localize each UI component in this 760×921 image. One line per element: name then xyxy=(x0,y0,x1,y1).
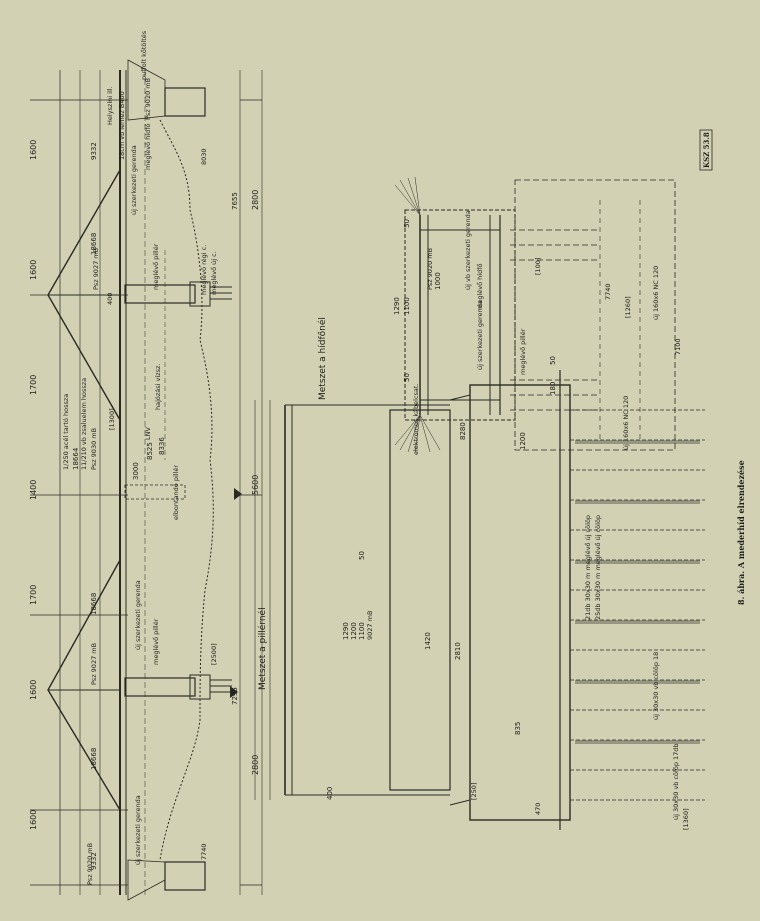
note-new-pile: új 160x6 NC 120 xyxy=(652,266,660,320)
dimension: 7100 xyxy=(674,338,682,355)
dimension: [2500] xyxy=(210,643,218,665)
dimension: 50 xyxy=(549,356,557,365)
dimension: 18668 xyxy=(90,748,98,770)
total-dimension: 5600 xyxy=(251,475,260,495)
dimension: 8525 xyxy=(146,442,154,460)
dimension: 9332 xyxy=(90,852,98,870)
note-piles: 25db 30x30 m meglévő új cölöp xyxy=(593,515,602,620)
note-piles: új 30x30 vb cölöp 18 xyxy=(652,652,660,720)
total-dimension: 2800 xyxy=(251,190,260,210)
dimension: 470 xyxy=(534,803,542,815)
note-piles: 21db 30x30 m meglévő új cölöp xyxy=(583,515,592,620)
pier-height: 7655 xyxy=(231,192,239,210)
dimension: [1300] xyxy=(108,408,116,430)
dimension: 7740 xyxy=(200,843,208,860)
dimension: 9332 xyxy=(90,142,98,160)
note-new-pile: új 160x6 NC 120 xyxy=(622,396,630,450)
section-title: Metszet a pillérnél xyxy=(257,607,268,690)
note-girder-length: 1/250 acél tartó hossza xyxy=(62,394,70,470)
note-existing-pier: meglévő pillér xyxy=(518,328,527,375)
span-label: 1700 xyxy=(29,375,38,395)
note-cable: elektromos kábelcsat. xyxy=(412,383,420,455)
dimension: 18668 xyxy=(90,233,98,255)
note-new-girder: új szerkezeti gerenda xyxy=(134,580,142,650)
dimension: 1100 xyxy=(403,297,411,315)
dimension: 180 xyxy=(549,382,557,395)
note-psz: Psz 9020 mB xyxy=(86,843,94,885)
pier-height: 7295 xyxy=(231,687,239,705)
dimension: 7740 xyxy=(604,283,612,300)
archive-stamp: KSZ 53.8 xyxy=(702,132,711,168)
figure-caption: 8. ábra. A mederhíd elrendezése xyxy=(736,460,746,605)
span-label: 1600 xyxy=(29,810,38,830)
dimension: [1260] xyxy=(624,296,632,318)
span-label: 1600 xyxy=(29,260,38,280)
note-existing-pier: meglévő pillér xyxy=(151,618,160,665)
dimension: 1200 xyxy=(519,432,527,450)
section-at-abutment: Metszet a hídfőnél 1290 1100 1000 50 50 … xyxy=(317,176,682,455)
note-new-girder: új vb szerkezeti gerenda xyxy=(464,210,472,290)
dimension: 1100 xyxy=(358,622,366,640)
level-marker-icon xyxy=(230,686,238,698)
dimension: 50 xyxy=(403,373,411,382)
note-existing-abutment: meglévő hídfő xyxy=(475,264,484,310)
dimension: 8336 xyxy=(158,437,166,455)
dimension: 8030 xyxy=(200,148,208,165)
dimension: 1290 xyxy=(342,622,350,640)
note-psz: Psz 9027 mB xyxy=(90,643,98,685)
note-psz: Psz 9020 mB xyxy=(426,248,434,290)
span-label: 1400 xyxy=(29,480,38,500)
note-lnv: LNV xyxy=(144,427,152,440)
note-demolish-pier: elbontandó pillér xyxy=(172,465,180,520)
note-helyszini: Helyszíni ill. xyxy=(106,86,114,125)
dimension: [1360] xyxy=(682,808,690,830)
note-new-pile: meglévő új c. xyxy=(209,251,218,295)
note-rockfill: puffolt kőtöltés xyxy=(139,30,148,80)
note-new-girder: új szerkezeti gerenda xyxy=(476,300,484,370)
dimension: 1420 xyxy=(424,632,432,650)
note-formwork-length: 11/210 vb zsaluelem hossza xyxy=(80,378,88,470)
note-psz: Psz 9030 mB xyxy=(90,428,98,470)
span-label: 1700 xyxy=(29,585,38,605)
dimension: 1290 xyxy=(393,297,401,315)
dimension: 1200 xyxy=(350,622,358,640)
note-new-girder: új szerkezeti gerenda xyxy=(130,145,138,215)
span-label: 1600 xyxy=(29,680,38,700)
dimension: [100] xyxy=(534,258,542,275)
dimension: 400 xyxy=(106,293,114,305)
note-old-pile: meglévő régi c. xyxy=(199,245,208,295)
note-existing-pier: meglévő pillér xyxy=(151,243,160,290)
bridge-elevation: 1600 1600 1700 1400 1700 1600 1600 2800 … xyxy=(29,30,263,901)
note-navigation-level: hajózási vízsz. xyxy=(154,364,162,410)
level-marker-icon xyxy=(234,488,242,500)
dimension: 835 xyxy=(514,722,522,735)
note-existing-abutment: meglévő hídfő xyxy=(143,124,152,170)
span-label: 1600 xyxy=(29,140,38,160)
dimension: 2810 xyxy=(454,642,462,660)
dimension: 1000 xyxy=(434,272,442,290)
note-psz: Psz 9027 mB xyxy=(92,248,100,290)
dimension: 400 xyxy=(326,787,334,800)
dimension: 3000 xyxy=(132,462,140,480)
note-psz: 9027 mB xyxy=(366,611,374,640)
dimension: 8280 xyxy=(459,422,467,440)
dimension: 18664 xyxy=(72,447,80,470)
dimension: 18668 xyxy=(90,593,98,615)
section-title: Metszet a hídfőnél xyxy=(317,317,328,400)
dimension: 50 xyxy=(358,551,366,560)
note-new-girder: új szerkezeti gerenda xyxy=(134,795,142,865)
dimension: 50 xyxy=(403,219,411,228)
total-dimension: 2800 xyxy=(251,755,260,775)
section-at-pier: Metszet a pillérnél 1290 1200 1100 50 40… xyxy=(254,300,705,830)
note-piles: új 30x30 vb cölöp 17db xyxy=(672,743,680,820)
note-psz: Psz 9020 mB xyxy=(144,78,152,120)
note-slab: 18cm vb lemez B400 xyxy=(118,91,126,160)
dimension: [250] xyxy=(470,783,478,800)
